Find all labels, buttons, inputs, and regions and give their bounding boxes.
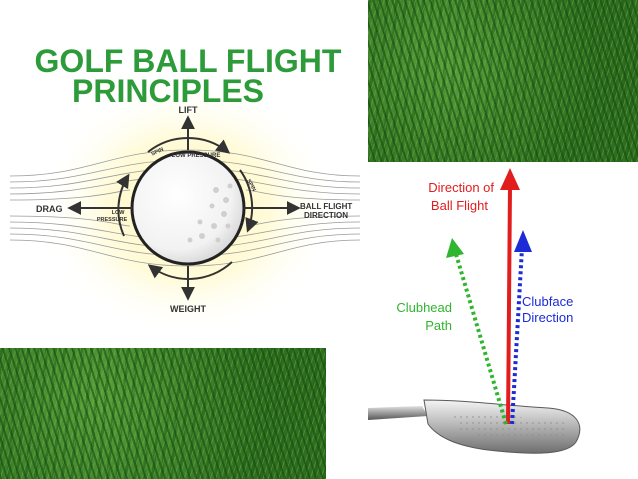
spin-swirl-arrows [116, 137, 259, 280]
clubface-direction-line [510, 247, 524, 425]
low-pressure-top-label: LOW PRESSURE [172, 153, 221, 159]
clubhead-label-line2: Path [425, 318, 452, 333]
ball-flight-label-line2: DIRECTION [304, 211, 348, 220]
golf-ball-icon [130, 150, 246, 266]
ball-flight-principles-diagram: GOLF BALL FLIGHT PRINCIPLES [0, 0, 368, 348]
ball-flight-label-line1: BALL FLIGHT [300, 202, 352, 211]
ball-flight-direction-line [506, 185, 512, 425]
title-line-2: PRINCIPLES [72, 73, 264, 109]
clubface-label-line2: Direction [522, 310, 573, 325]
ball-dimples [187, 183, 233, 243]
ball-flight-arrowhead-icon [500, 168, 520, 190]
spin-label-left: SPIN [150, 147, 164, 158]
drag-label: DRAG [36, 204, 63, 214]
clubhead-label-line1: Clubhead [396, 300, 452, 315]
weight-label: WEIGHT [170, 304, 206, 314]
low-pressure-left-line1: LOW [112, 210, 126, 216]
clubface-label-line1: Clubface [522, 294, 573, 309]
club-path-face-diagram: Direction of Ball Flight Clubhead Path C… [368, 162, 638, 479]
clubface-direction-arrowhead-icon [514, 230, 532, 252]
direction-label-line2: Ball Flight [431, 198, 488, 213]
lift-label: LIFT [179, 105, 198, 115]
grass-image-bottom-left [0, 348, 326, 479]
direction-label-line1: Direction of [428, 180, 494, 195]
clubhead-path-arrowhead-icon [446, 238, 464, 258]
spin-label-right: SPIN [245, 178, 257, 192]
iron-club-head-icon [368, 399, 581, 454]
low-pressure-left-line2: PRESSURE [97, 217, 128, 223]
clubhead-path-line [454, 253, 508, 425]
grass-image-top-right [368, 0, 638, 162]
title-line-1: GOLF BALL FLIGHT [35, 43, 342, 79]
